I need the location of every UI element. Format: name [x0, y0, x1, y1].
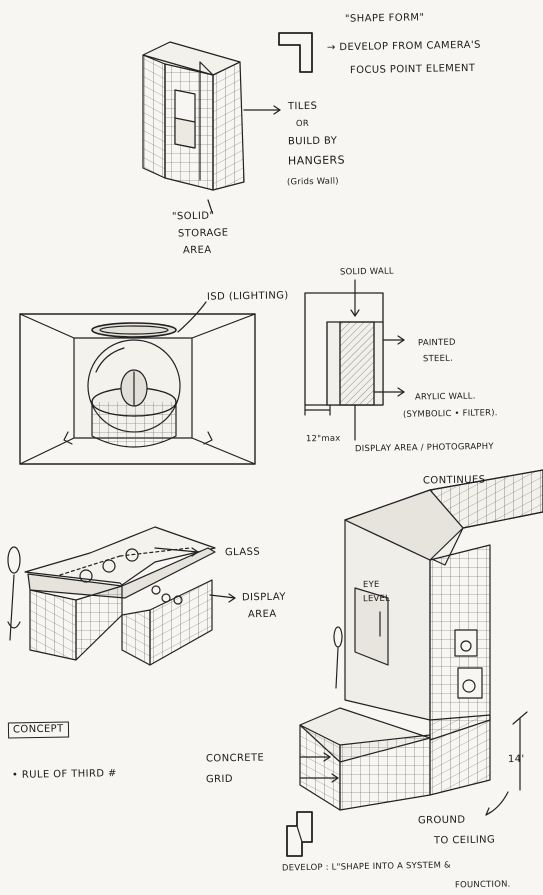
wall-section-sketch — [305, 280, 404, 440]
continues-label: CONTINUES — [422, 474, 486, 487]
display-area-label: AREA — [247, 608, 277, 621]
symbolic-filter-label: (SYMBOLIC • FILTER). — [402, 408, 498, 420]
solid-wall-label: SOLID WALL — [339, 266, 394, 278]
glass-label: GLASS — [224, 546, 261, 559]
develop-l-label-line1: DEVELOP : L"SHAPE INTO A SYSTEM & — [281, 860, 451, 874]
display-photography-label: DISPLAY AREA / PHOTOGRAPHY — [354, 441, 494, 455]
grid-label: GRID — [205, 773, 234, 786]
storage-tower-sketch — [143, 42, 244, 190]
l-system-icon — [287, 812, 312, 856]
tiles-label: TILES — [287, 100, 318, 113]
storage-label: STORAGE — [177, 227, 229, 240]
display-box-sketch — [20, 314, 255, 464]
painted-label: PAINTED — [417, 337, 456, 349]
build-by-label: BUILD BY — [287, 135, 338, 148]
develop-l-label-line2: FOUNCTION. — [454, 879, 511, 891]
to-ceiling-label: TO CEILING — [433, 834, 496, 847]
acrylic-wall-label: ARYLIC WALL. — [414, 391, 476, 403]
develop-camera-label-line1: → DEVELOP FROM CAMERA'S — [326, 39, 481, 54]
level-label: LEVEL — [362, 593, 391, 605]
shape-form-label: "SHAPE FORM" — [344, 12, 425, 25]
arrow-lighting — [178, 302, 206, 332]
dimension-12-label: 12"max — [305, 433, 341, 445]
arrow-ground — [486, 792, 508, 815]
grids-wall-label: (Grids Wall) — [286, 176, 339, 188]
solid-label: "SOLID" — [171, 210, 215, 223]
l-counter-sketch — [8, 527, 215, 665]
rule-of-third-label: • RULE OF THIRD # — [11, 768, 117, 781]
display-label: DISPLAY — [241, 591, 286, 604]
arrow-display — [210, 595, 235, 598]
steel-label: STEEL. — [422, 353, 454, 365]
lighting-label: ISD (LIGHTING) — [206, 290, 289, 303]
l-shape-icon — [279, 33, 312, 72]
l-tower-sketch — [300, 470, 543, 810]
dimension-14-label: 14' — [507, 753, 525, 766]
develop-camera-label-line2: FOCUS POINT ELEMENT — [349, 62, 476, 77]
concrete-label: CONCRETE — [205, 752, 265, 765]
eye-label: EYE — [362, 579, 380, 591]
or-label: OR — [295, 118, 310, 130]
concept-label: CONCEPT — [7, 721, 69, 739]
area-label: AREA — [182, 244, 212, 257]
ground-label: GROUND — [417, 814, 466, 827]
hangers-label: HANGERS — [287, 153, 346, 168]
arrow-glass — [155, 548, 198, 552]
